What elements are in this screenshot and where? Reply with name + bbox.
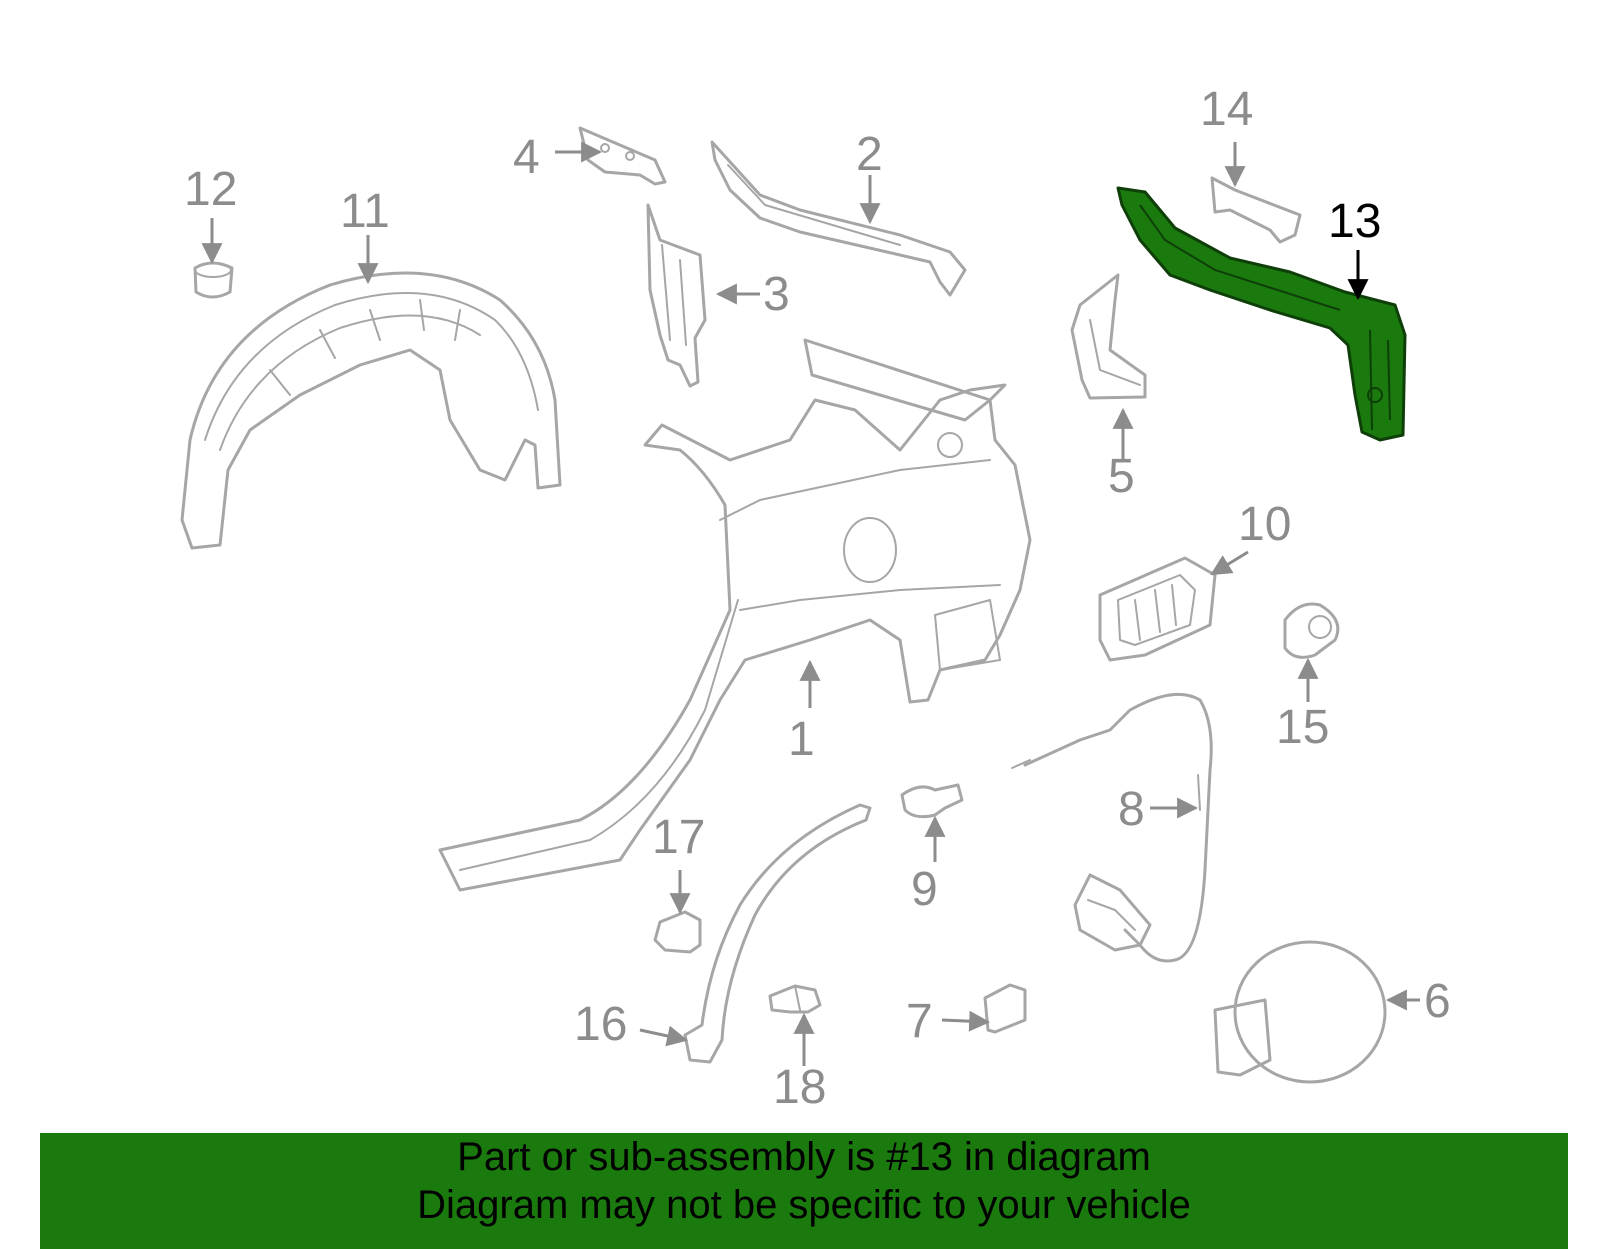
part-13-extension [1116, 186, 1407, 442]
part-10-housing [1098, 556, 1217, 662]
callout-12: 12 [184, 163, 237, 216]
part-5-panel [1070, 273, 1147, 400]
part-2-rail [710, 140, 967, 297]
callout-16: 16 [574, 998, 627, 1051]
part-18-bolt [768, 984, 822, 1014]
part-16-moulding [683, 803, 872, 1064]
part-8-cable [1011, 692, 1213, 963]
callout-5: 5 [1108, 450, 1135, 503]
callout-8: 8 [1118, 783, 1145, 836]
part-7-clip [983, 983, 1027, 1034]
part-3-reinforcement [646, 203, 707, 388]
callout-1: 1 [788, 713, 815, 766]
callout-9: 9 [911, 863, 938, 916]
part-12-grommet [193, 261, 234, 299]
callout-18: 18 [773, 1061, 826, 1114]
callout-11: 11 [340, 185, 390, 238]
info-banner: Part or sub-assembly is #13 in diagram D… [40, 1133, 1568, 1249]
banner-line-2: Diagram may not be specific to your vehi… [417, 1183, 1191, 1227]
callout-2: 2 [856, 128, 883, 181]
part-6-fuel-lid [1213, 940, 1387, 1084]
part-17-clip [653, 910, 702, 954]
callout-14: 14 [1200, 83, 1253, 136]
part-1-quarter-panel [438, 338, 1032, 892]
callout-10: 10 [1238, 498, 1291, 551]
callout-7: 7 [906, 995, 933, 1048]
callout-17: 17 [652, 811, 705, 864]
callout-3: 3 [763, 268, 790, 321]
banner-line-1: Part or sub-assembly is #13 in diagram [457, 1135, 1151, 1179]
part-15-cap [1283, 602, 1340, 659]
callout-6: 6 [1424, 975, 1451, 1028]
part-11-wheelhouse-liner [180, 271, 562, 550]
part-9-clip [900, 783, 964, 819]
callout-15: 15 [1276, 701, 1329, 754]
callout-4: 4 [513, 131, 540, 184]
part-14-bracket [1210, 176, 1302, 244]
part-4-bracket [578, 126, 667, 186]
callout-13: 13 [1328, 195, 1381, 248]
